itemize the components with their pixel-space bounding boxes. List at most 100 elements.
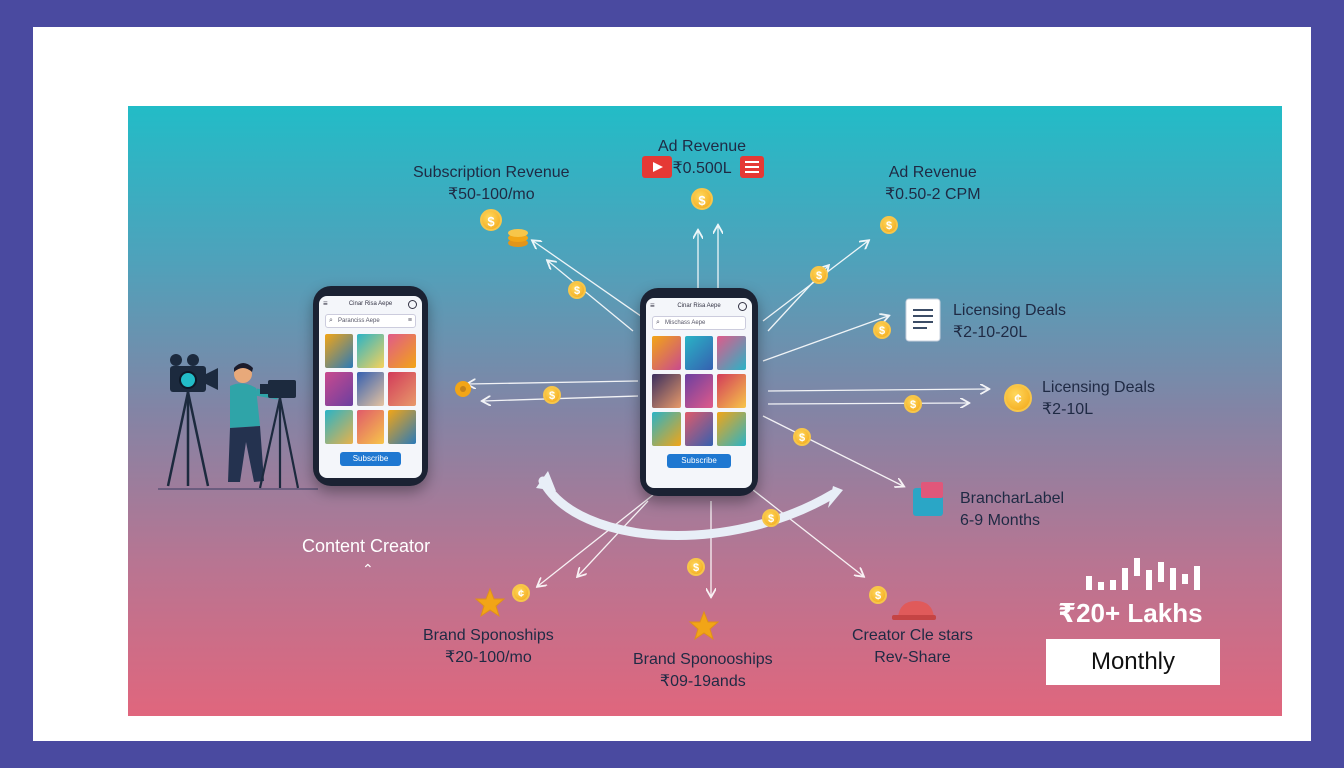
- total-amount: ₹20+ Lakhs: [1058, 598, 1203, 628]
- stream-branchar: BrancharLabel 6-9 Months: [960, 488, 1064, 532]
- video-thumbnail[interactable]: [388, 334, 416, 368]
- stream-title: Ad Revenue: [658, 138, 747, 155]
- arrow-licensing-2b: [767, 403, 968, 404]
- stream-brand-left: Brand Sponoships ₹20-100/mo: [423, 625, 554, 669]
- stream-title: Licensing Deals: [953, 302, 1066, 319]
- video-thumbnail[interactable]: [356, 334, 385, 368]
- arrow-licensing-2: [767, 389, 988, 391]
- stream-value: Rev-Share: [874, 649, 951, 666]
- center-phone: ≡ Cinar Risa Aepe ⌕ Mischass Aepe: [640, 288, 758, 496]
- menu-icon[interactable]: ≡: [407, 317, 412, 324]
- coin-icon: ¢: [512, 584, 530, 602]
- diagram-panel: $ $ $ $ $ $ ¢ $ $ $ $ $ ¢ $ ≡ Cinar Risa…: [128, 106, 1282, 716]
- outer-frame: $ $ $ $ $ $ ¢ $ $ $ $ $ ¢ $ ≡ Cinar Risa…: [33, 27, 1311, 741]
- curved-arrow-icon: [538, 476, 838, 540]
- document-icon: [905, 298, 941, 342]
- stream-value: ₹2-10-20L: [953, 324, 1028, 341]
- coin-icon: $: [880, 216, 898, 234]
- left-phone-screen: ≡ Cinar Risa Aepe ⌕ Paranciss Aepe ≡: [319, 296, 422, 478]
- arrow-brand-left-2: [578, 500, 649, 576]
- star-icon: [688, 610, 720, 641]
- video-thumbnail[interactable]: [717, 336, 746, 370]
- video-thumbnail[interactable]: [652, 374, 681, 408]
- person-icon: [228, 363, 279, 482]
- video-thumbnail[interactable]: [684, 374, 714, 408]
- coin-icon: $: [543, 386, 561, 404]
- video-thumbnail[interactable]: [388, 372, 416, 406]
- video-thumbnail[interactable]: [325, 372, 353, 406]
- app-header: ≡ Cinar Risa Aepe: [646, 298, 752, 314]
- video-thumbnail[interactable]: [652, 412, 681, 446]
- search-icon: ⌕: [656, 319, 660, 326]
- stream-value: ₹09-19ands: [659, 673, 746, 690]
- coin-icon: $: [687, 558, 705, 576]
- stream-title: Subscription Revenue: [413, 164, 570, 181]
- profile-icon[interactable]: [408, 300, 417, 309]
- coin-icon: $: [810, 266, 828, 284]
- stream-creator-stars: Creator Cle stars Rev-Share: [852, 625, 973, 669]
- stream-brand-center: Brand Sponooships ₹09-19ands: [633, 649, 773, 693]
- app-title: Cinar Risa Aepe: [677, 303, 721, 309]
- stream-value: ₹0.500L: [672, 160, 732, 177]
- menu-icon[interactable]: ≡: [650, 301, 655, 310]
- gear-icon: [455, 381, 471, 397]
- coin-icon: $: [904, 395, 922, 413]
- stream-title: Creator Cle stars: [852, 627, 973, 644]
- video-grid: [319, 330, 422, 448]
- video-thumbnail[interactable]: [325, 410, 353, 444]
- stream-licensing-1: Licensing Deals ₹2-10-20L: [953, 300, 1066, 344]
- tripod-icon: [166, 391, 210, 487]
- video-thumbnail[interactable]: [684, 412, 714, 446]
- video-thumbnail[interactable]: [717, 412, 746, 446]
- arrow-branchar: [762, 415, 903, 486]
- tripod-icon: [258, 397, 300, 489]
- video-thumbnail[interactable]: [356, 410, 385, 444]
- search-icon: ⌕: [329, 317, 333, 324]
- arrow-creator-2: [468, 381, 639, 384]
- video-thumbnail[interactable]: [717, 374, 746, 408]
- youtube-play-icon: [642, 156, 672, 178]
- profile-icon[interactable]: [738, 302, 747, 311]
- stream-licensing-2: Licensing Deals ₹2-10L: [1042, 377, 1155, 421]
- coin-icon: $: [762, 509, 780, 527]
- subscribe-button[interactable]: Subscribe: [339, 452, 402, 466]
- video-camera-icon: [170, 354, 218, 392]
- stream-title: BrancharLabel: [960, 490, 1065, 507]
- gift-box-icon: [913, 482, 943, 516]
- creator-label: Content Creator: [302, 536, 431, 556]
- coin-icon: $: [793, 428, 811, 446]
- video-thumbnail[interactable]: [652, 336, 681, 370]
- chevron-up-icon: ⌃: [362, 561, 374, 577]
- arrow-creator: [483, 395, 639, 401]
- video-thumbnail[interactable]: [325, 334, 353, 368]
- arrow-subscription: [533, 241, 649, 322]
- stream-title: Brand Sponooships: [633, 651, 773, 668]
- cap-icon: [892, 601, 936, 620]
- coin-icon: $: [691, 188, 713, 210]
- arrow-licensing-1: [762, 316, 888, 362]
- creator-figure: [158, 354, 318, 490]
- arrow-subscription-2: [548, 261, 634, 332]
- video-thumbnail[interactable]: [388, 410, 416, 444]
- coin-icon: $: [568, 281, 586, 299]
- stream-ad-top: Ad Revenue ₹0.500L: [658, 136, 746, 180]
- total-period: Monthly: [1046, 639, 1220, 685]
- video-grid: [646, 332, 752, 450]
- coin-icon: $: [480, 209, 502, 231]
- search-input[interactable]: ⌕ Mischass Aepe: [652, 316, 746, 330]
- center-phone-screen: ≡ Cinar Risa Aepe ⌕ Mischass Aepe: [646, 298, 752, 488]
- subscribe-button[interactable]: Subscribe: [667, 454, 731, 468]
- stream-value: 6-9 Months: [960, 512, 1041, 529]
- arrow-brand-left: [538, 490, 659, 586]
- search-input[interactable]: ⌕ Paranciss Aepe ≡: [325, 314, 416, 328]
- app-title: Cinar Risa Aepe: [348, 301, 393, 307]
- coin-icon: $: [873, 321, 891, 339]
- search-placeholder: Mischass Aepe: [665, 320, 706, 326]
- menu-icon[interactable]: ≡: [323, 299, 328, 308]
- stream-title: Brand Sponoships: [423, 627, 554, 644]
- video-thumbnail[interactable]: [684, 336, 714, 370]
- left-phone: ≡ Cinar Risa Aepe ⌕ Paranciss Aepe ≡: [313, 286, 428, 486]
- connection-arrows: [158, 156, 1200, 641]
- coin-icon: ¢: [1004, 384, 1032, 412]
- video-thumbnail[interactable]: [356, 372, 385, 406]
